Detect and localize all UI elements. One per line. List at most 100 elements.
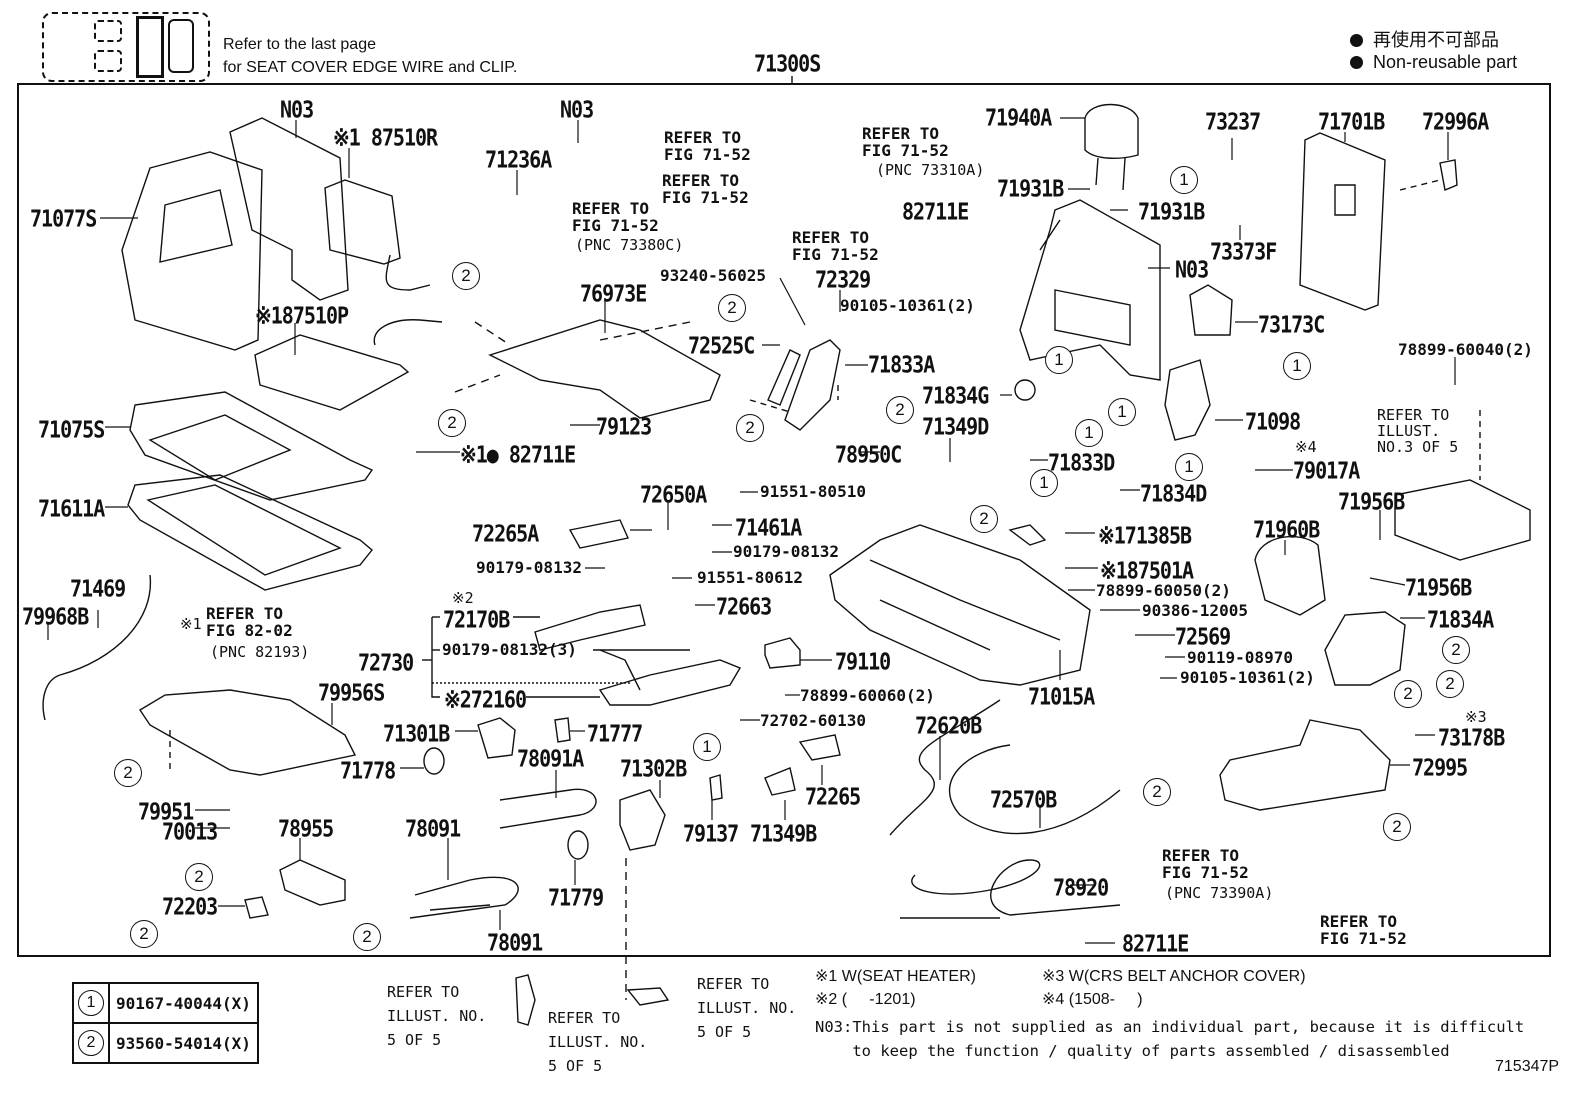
callout-2[interactable]: 2 [718, 294, 746, 322]
label-72663[interactable]: 72663 [716, 592, 772, 621]
label-78899-60040[interactable]: 78899-60040(2) [1398, 340, 1533, 359]
label-71385B[interactable]: ※171385B [1098, 521, 1192, 550]
label-79110[interactable]: 79110 [835, 647, 891, 676]
label-82711E-left[interactable]: ※1● 82711E [460, 440, 576, 469]
ref-illust-5-of-5-c[interactable]: REFER TO ILLUST. NO. 5 OF 5 [697, 975, 797, 1041]
label-71834A[interactable]: 71834A [1427, 605, 1494, 634]
label-72160[interactable]: ※272160 [444, 685, 527, 714]
label-71701B[interactable]: 71701B [1318, 107, 1385, 136]
callout-2[interactable]: 2 [130, 920, 158, 948]
label-82711E-lower[interactable]: 82711E [1122, 929, 1189, 958]
label-73178B[interactable]: 73178B [1438, 723, 1505, 752]
callout-1[interactable]: 1 [1075, 419, 1103, 447]
label-70013[interactable]: 70013 [162, 817, 218, 846]
label-71302B[interactable]: 71302B [620, 754, 687, 783]
label-72730[interactable]: 72730 [358, 648, 414, 677]
label-72525C[interactable]: 72525C [688, 331, 755, 360]
label-79123[interactable]: 79123 [596, 412, 652, 441]
label-87501A[interactable]: ※187501A [1100, 556, 1194, 585]
label-72702-60130[interactable]: 72702-60130 [760, 711, 866, 730]
callout-2[interactable]: 2 [353, 923, 381, 951]
label-78899-60050[interactable]: 78899-60050(2) [1096, 581, 1231, 600]
ref-illust-3-of-5[interactable]: REFER TO ILLUST. NO.3 OF 5 [1377, 406, 1459, 456]
label-N03-buckle[interactable]: N03 [560, 95, 594, 124]
label-72650A[interactable]: 72650A [640, 480, 707, 509]
label-71931B-right[interactable]: 71931B [1138, 197, 1205, 226]
label-71301B[interactable]: 71301B [383, 719, 450, 748]
label-71098[interactable]: 71098 [1245, 407, 1301, 436]
callout-1[interactable]: 1 [1108, 398, 1136, 426]
ref-fig-71-52-a[interactable]: REFER TO FIG 71-52 [664, 128, 751, 164]
bolt-part-number[interactable]: 90167-40044(X) [108, 982, 259, 1024]
label-72620B[interactable]: 72620B [915, 711, 982, 740]
callout-1[interactable]: 1 [1283, 352, 1311, 380]
label-71956B-upper[interactable]: 71956B [1338, 487, 1405, 516]
label-79017A[interactable]: 79017A [1293, 456, 1360, 485]
callout-2[interactable]: 2 [1394, 680, 1422, 708]
callout-2[interactable]: 2 [1442, 636, 1470, 664]
label-82711E-upper[interactable]: 82711E [902, 197, 969, 226]
label-78091-upper[interactable]: 78091 [405, 814, 461, 843]
label-71834G[interactable]: 71834G [922, 381, 989, 410]
label-73237[interactable]: 73237 [1205, 107, 1261, 136]
callout-1[interactable]: 1 [693, 733, 721, 761]
label-79137[interactable]: 79137 [683, 819, 739, 848]
label-N03-seatback-pad[interactable]: N03 [280, 95, 314, 124]
ref-fig-71-52-c[interactable]: REFER TO FIG 71-52 [792, 228, 879, 264]
callout-2[interactable]: 2 [114, 759, 142, 787]
callout-2[interactable]: 2 [886, 396, 914, 424]
ref-illust-5-of-5-a[interactable]: REFER TO ILLUST. NO. 5 OF 5 [387, 983, 487, 1049]
label-71960B[interactable]: 71960B [1253, 515, 1320, 544]
label-71956B-lower[interactable]: 71956B [1405, 573, 1472, 602]
label-78091A[interactable]: 78091A [517, 744, 584, 773]
label-78899-60060[interactable]: 78899-60060(2) [800, 686, 935, 705]
label-90386-12005[interactable]: 90386-12005 [1142, 601, 1248, 620]
label-71611A[interactable]: 71611A [38, 494, 105, 523]
label-76973E[interactable]: 76973E [580, 279, 647, 308]
label-71931B-left[interactable]: 71931B [997, 174, 1064, 203]
label-73173C[interactable]: 73173C [1258, 310, 1325, 339]
label-72996A[interactable]: 72996A [1422, 107, 1489, 136]
callout-1[interactable]: 1 [1030, 469, 1058, 497]
label-87510P[interactable]: ※187510P [255, 301, 349, 330]
label-72569[interactable]: 72569 [1175, 622, 1231, 651]
label-71833A[interactable]: 71833A [868, 350, 935, 379]
ref-fig-71-52-pnc73390A[interactable]: REFER TO FIG 71-52 [1162, 846, 1249, 882]
label-90179-08132-qty3[interactable]: 90179-08132(3) [442, 640, 577, 659]
callout-2[interactable]: 2 [1143, 778, 1171, 806]
label-90105-10361-upper[interactable]: 90105-10361(2) [840, 296, 975, 315]
label-71834D[interactable]: 71834D [1140, 479, 1207, 508]
label-71777[interactable]: 71777 [587, 719, 643, 748]
label-90179-08132-left[interactable]: 90179-08132 [476, 558, 582, 577]
label-79951[interactable]: 79951 [138, 797, 194, 826]
ref-fig-82-02[interactable]: REFER TO FIG 82-02 [206, 604, 293, 640]
label-79968B[interactable]: 79968B [22, 602, 89, 631]
label-71349B[interactable]: 71349B [750, 819, 817, 848]
label-71778[interactable]: 71778 [340, 756, 396, 785]
label-71349D[interactable]: 71349D [922, 412, 989, 441]
callout-1[interactable]: 1 [1175, 453, 1203, 481]
label-78091-lower[interactable]: 78091 [487, 928, 543, 957]
ref-fig-71-52-pnc73380C[interactable]: REFER TO FIG 71-52 [572, 199, 659, 235]
label-91551-80510[interactable]: 91551-80510 [760, 482, 866, 501]
ref-fig-71-52-d[interactable]: REFER TO FIG 71-52 [1320, 912, 1407, 948]
label-71236A[interactable]: 71236A [485, 145, 552, 174]
callout-2[interactable]: 2 [185, 863, 213, 891]
bolt-part-number[interactable]: 93560-54014(X) [108, 1022, 259, 1064]
label-71077S[interactable]: 71077S [30, 204, 97, 233]
label-90119-08970[interactable]: 90119-08970 [1187, 648, 1293, 667]
label-72170B[interactable]: 72170B [443, 605, 510, 634]
label-71940A[interactable]: 71940A [985, 103, 1052, 132]
label-90105-10361-lower[interactable]: 90105-10361(2) [1180, 668, 1315, 687]
label-72995[interactable]: 72995 [1412, 753, 1468, 782]
callout-2[interactable]: 2 [1383, 813, 1411, 841]
label-91551-80612[interactable]: 91551-80612 [697, 568, 803, 587]
callout-1[interactable]: 1 [1045, 346, 1073, 374]
label-72265A[interactable]: 72265A [472, 519, 539, 548]
label-N03-frame[interactable]: N03 [1175, 255, 1209, 284]
ref-fig-71-52-b[interactable]: REFER TO FIG 71-52 [662, 171, 749, 207]
label-78955[interactable]: 78955 [278, 814, 334, 843]
label-72329[interactable]: 72329 [815, 265, 871, 294]
callout-2[interactable]: 2 [970, 505, 998, 533]
label-71469[interactable]: 71469 [70, 574, 126, 603]
